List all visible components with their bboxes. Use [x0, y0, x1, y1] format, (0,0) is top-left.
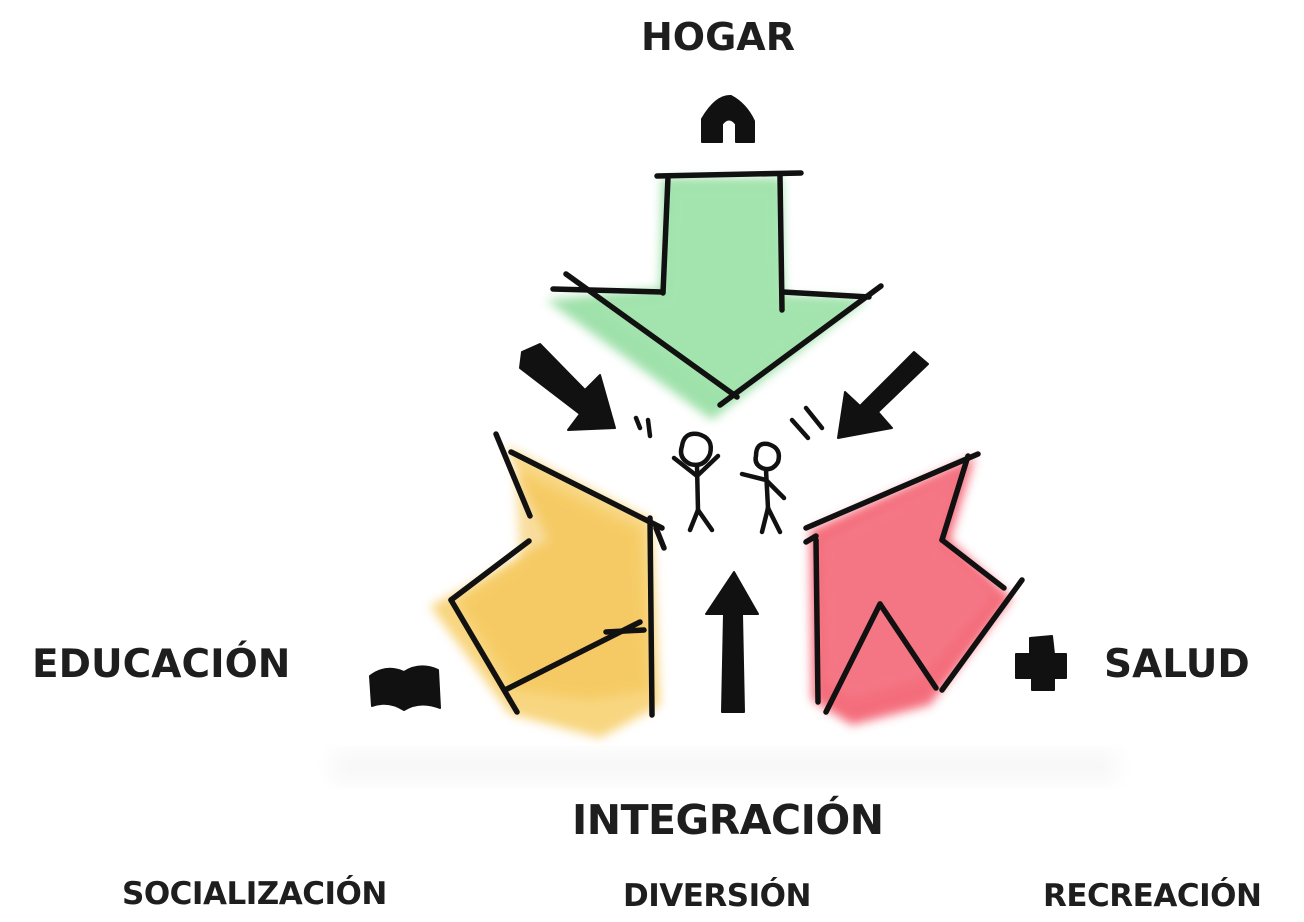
salud-arrow — [803, 451, 1025, 725]
hogar-arrow — [546, 170, 884, 420]
arrow-down-left-icon — [837, 351, 929, 439]
excitement-marks — [633, 405, 825, 441]
integracion-label: INTEGRACIÓN — [572, 796, 884, 844]
book-icon — [369, 665, 441, 711]
medical-cross-icon — [1015, 635, 1067, 691]
hogar-label: HOGAR — [641, 15, 795, 59]
diversion-label: DIVERSIÓN — [623, 878, 811, 914]
arrow-down-right-icon — [519, 343, 616, 431]
educacion-arrow — [430, 431, 667, 738]
house-icon — [701, 94, 755, 143]
recreacion-label: RECREACIÓN — [1043, 878, 1262, 914]
salud-label: SALUD — [1104, 642, 1250, 687]
educacion-label: EDUCACIÓN — [32, 642, 291, 687]
person-left-icon — [671, 431, 721, 533]
person-right-icon — [739, 441, 787, 535]
socializacion-label: SOCIALIZACIÓN — [122, 876, 387, 912]
ground-shadow — [332, 752, 1117, 782]
arrow-up-icon — [705, 571, 759, 713]
